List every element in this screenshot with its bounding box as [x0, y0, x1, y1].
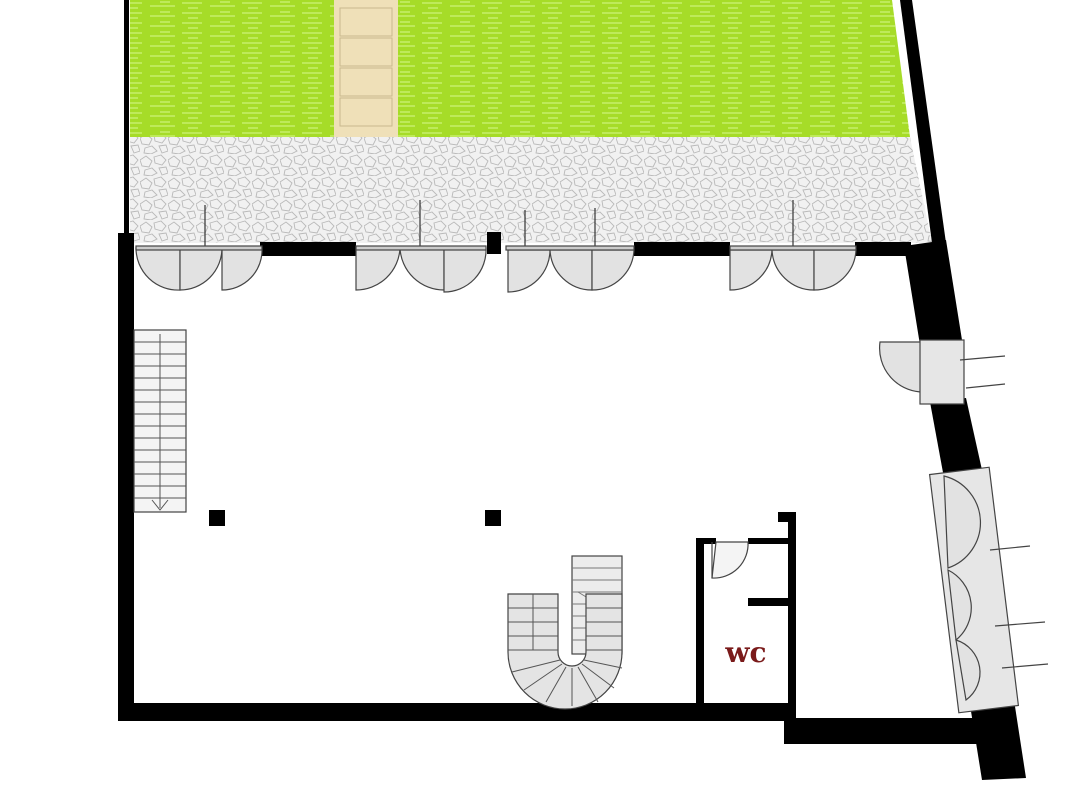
side-doors — [878, 339, 1049, 714]
spiral-staircase — [507, 555, 623, 710]
wc-room-label: wc — [724, 636, 766, 669]
terrace-doors — [135, 245, 857, 293]
terrace-area — [130, 137, 932, 243]
window-posts — [204, 200, 794, 250]
straight-staircase — [133, 329, 187, 513]
wc-door — [711, 541, 749, 579]
garden-path — [334, 0, 398, 137]
lawn-area — [130, 0, 910, 137]
building-walls — [118, 0, 1026, 780]
